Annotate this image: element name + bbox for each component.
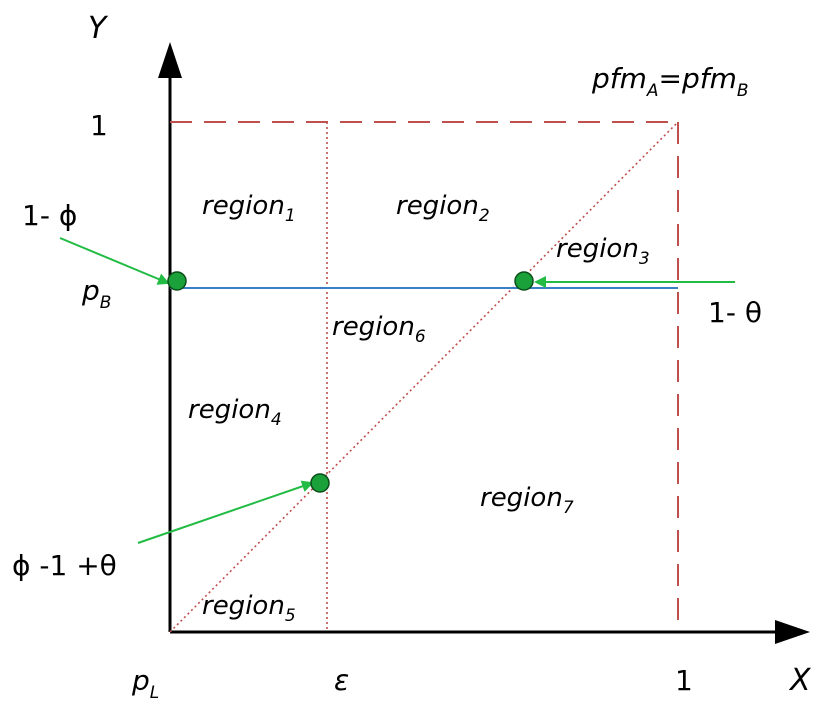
region-2-label: region2 [396, 191, 490, 226]
callout-one-minus-theta: 1- θ [708, 296, 762, 329]
x-axis-label: X [788, 663, 812, 698]
diagonal-label: pfmA=pfmB [591, 62, 749, 101]
region-6-label: region6 [332, 312, 426, 347]
y-tick-1: 1 [90, 109, 108, 142]
y-axis-label: Y [88, 11, 109, 46]
point-pB-axis [167, 271, 187, 291]
region-4-label: region4 [188, 395, 282, 430]
y-tick-pB: pB [81, 274, 111, 313]
origin-pL: pL [131, 664, 159, 703]
region-1-label: region1 [202, 191, 296, 226]
arrow-one-minus-phi [59, 237, 170, 285]
point-epsilon-diagonal [310, 473, 330, 493]
region-7-label: region7 [480, 483, 574, 518]
x-tick-1: 1 [675, 664, 693, 697]
callout-phi-minus-1-plus-theta: ϕ -1 +θ [12, 549, 117, 582]
region-5-label: region5 [202, 591, 296, 626]
point-pB-diagonal [514, 271, 534, 291]
region-3-label: region3 [556, 234, 650, 269]
callout-one-minus-phi: 1- ϕ [22, 199, 77, 232]
x-axis-arrow-icon [775, 620, 810, 644]
arrow-phi-minus-1-plus-theta [137, 480, 314, 544]
x-tick-epsilon: ε [334, 664, 349, 697]
y-axis-arrow-icon [158, 42, 182, 78]
